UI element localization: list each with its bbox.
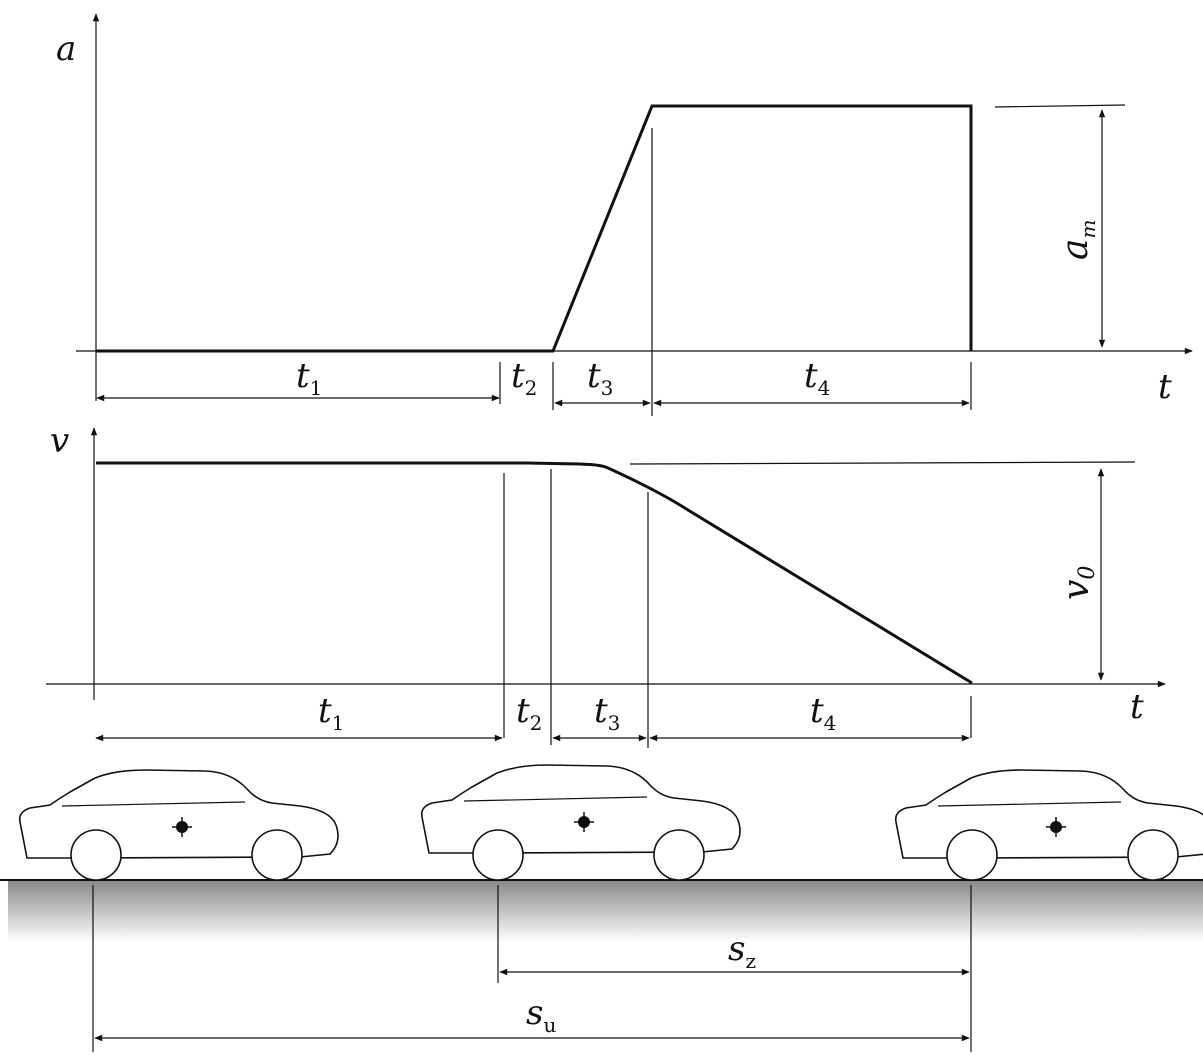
- velocity-graph: v t v0 t1 t2 t3 t4: [46, 421, 1166, 748]
- total-distance-label: su: [526, 993, 556, 1037]
- accel-curve: [96, 104, 973, 353]
- distance-dimensions: sz su: [92, 885, 972, 1052]
- velocity-curve: [96, 461, 973, 685]
- road-surface: [8, 880, 1203, 942]
- accel-t1-label: t1: [296, 356, 322, 400]
- stopping-distance-label: sz: [728, 929, 756, 973]
- velocity-initial-label: v0: [1056, 566, 1100, 600]
- car-wheel-front: [946, 829, 998, 881]
- accel-y-label: a: [56, 29, 76, 69]
- car-wheel-rear: [653, 829, 705, 881]
- car-braking-start: [420, 764, 741, 881]
- acceleration-graph: a t am t1 t2 t3 t4: [56, 13, 1193, 416]
- accel-max-label: am: [1055, 220, 1100, 260]
- car-wheel-rear: [1127, 829, 1179, 881]
- accel-x-label: t: [1158, 367, 1172, 407]
- velocity-x-label: t: [1130, 687, 1144, 727]
- velocity-t1-label: t1: [318, 691, 344, 735]
- car-wheel-front: [70, 829, 122, 881]
- car-window-line: [463, 796, 648, 802]
- car-window-line: [937, 801, 1122, 807]
- car-wheel-rear: [251, 829, 303, 881]
- velocity-t2-label: t2: [516, 691, 542, 735]
- velocity-t4-label: t4: [810, 691, 836, 735]
- accel-t2-label: t2: [511, 356, 537, 400]
- accel-t3-label: t3: [587, 356, 613, 400]
- car-wheel-front: [472, 829, 524, 881]
- car-stopped: [894, 769, 1203, 881]
- velocity-initial-level-line: [629, 461, 1136, 465]
- velocity-y-label: v: [50, 421, 69, 461]
- car-window-line: [61, 801, 246, 807]
- velocity-t3-label: t3: [594, 691, 620, 735]
- road: [0, 879, 1203, 942]
- car-start: [18, 769, 339, 881]
- accel-max-level-line: [994, 104, 1126, 108]
- accel-t4-label: t4: [804, 356, 830, 400]
